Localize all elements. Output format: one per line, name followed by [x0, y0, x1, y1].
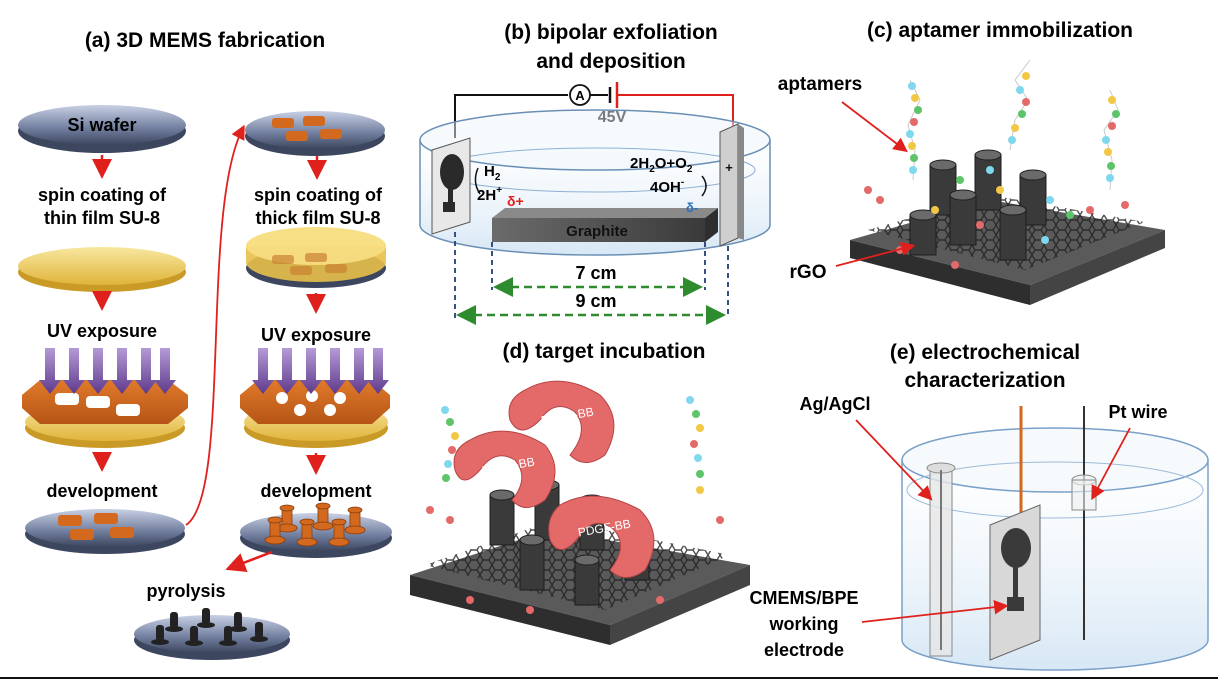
svg-text:H2: H2 — [484, 163, 501, 183]
developed-wafer-posts — [240, 502, 392, 558]
dimension-7cm: 7 cm — [575, 263, 616, 283]
pt-wire-pointer — [1091, 427, 1131, 501]
developed-wafer-1 — [25, 509, 185, 554]
uv-exposure-label-1: UV exposure — [47, 321, 157, 341]
panel-a-title: (a) 3D MEMS fabrication — [85, 29, 325, 52]
uv-arrows — [39, 348, 176, 394]
spin-thick-label-1: spin coating of — [254, 185, 383, 205]
reference-electrode — [926, 462, 956, 657]
working-electrode — [989, 504, 1041, 661]
electrochemical-cell — [901, 427, 1209, 671]
graphite-rod: Graphite — [492, 208, 718, 242]
aptamers-pointer — [841, 101, 908, 153]
uv-arrows — [252, 348, 389, 394]
aptamer-beads-d — [426, 396, 724, 614]
ammeter-label: A — [575, 88, 585, 103]
uv-exposure-stack-2 — [240, 348, 390, 448]
svg-text:4OH-: 4OH- — [650, 177, 684, 196]
si-wafer: Si wafer — [18, 105, 186, 153]
we-pointer — [861, 600, 1009, 623]
spin-thick-label-2: thick film SU-8 — [255, 208, 380, 228]
uv-exposure-label-2: UV exposure — [261, 325, 371, 345]
pyrolysis-label: pyrolysis — [146, 581, 225, 601]
graphite-label: Graphite — [566, 223, 628, 240]
panel-e: (e) electrochemical characterization Ag/… — [749, 341, 1209, 671]
anode-reaction: 2H2O+O2 4OH- δ- — [630, 155, 707, 215]
development-label-2: development — [260, 481, 371, 501]
aptamer-beads-c — [864, 72, 1129, 269]
delta-minus-label: δ- — [686, 200, 698, 215]
patterned-wafer — [245, 111, 385, 156]
electrode-block-c — [850, 59, 1165, 305]
rgo-label: rGO — [790, 262, 827, 283]
we-label-2: working — [768, 614, 838, 634]
rgo-pointer — [835, 241, 916, 267]
si-wafer-label: Si wafer — [67, 115, 136, 135]
spin-thin-label-2: thin film SU-8 — [44, 208, 160, 228]
svg-text:2H+: 2H+ — [477, 185, 502, 204]
dimension-9cm: 9 cm — [575, 291, 616, 311]
pdgf-protein-3: PDGF-BB — [548, 495, 655, 578]
aptamers-label: aptamers — [778, 74, 863, 95]
pt-wire-label: Pt wire — [1108, 402, 1167, 422]
flow-connector-arrow — [185, 124, 245, 526]
wire-red — [617, 94, 734, 128]
development-label-1: development — [46, 481, 157, 501]
svg-text:2H2O+O2: 2H2O+O2 — [630, 155, 693, 175]
panel-c: (c) aptamer immobilization aptamers — [778, 19, 1165, 305]
we-label-3: electrode — [764, 640, 844, 660]
delta-plus-label: δ+ — [507, 193, 524, 209]
panel-b-title-2: and deposition — [536, 50, 685, 73]
step-arrow — [225, 550, 273, 573]
ag-agcl-pointer — [855, 419, 933, 501]
panel-c-title: (c) aptamer immobilization — [867, 19, 1133, 42]
panel-e-title-2: characterization — [904, 369, 1065, 392]
pyrolyzed-wafer — [134, 608, 290, 660]
bipolar-electrode-right: + — [719, 123, 744, 247]
panel-b-title-1: (b) bipolar exfoliation — [504, 21, 718, 44]
panel-e-title-1: (e) electrochemical — [890, 341, 1080, 364]
we-label-1: CMEMS/BPE — [749, 588, 858, 608]
spin-thin-label-1: spin coating of — [38, 185, 167, 205]
cathode-reaction: H2 2H+ δ+ — [474, 163, 524, 209]
thin-su8-wafer — [18, 247, 186, 292]
bipolar-electrode-left — [431, 137, 471, 235]
svg-text:+: + — [725, 160, 733, 175]
panel-b: (b) bipolar exfoliation and deposition A… — [419, 21, 771, 325]
panel-a: (a) 3D MEMS fabrication Si wafer spin co… — [18, 29, 392, 660]
ag-agcl-label: Ag/AgCl — [800, 394, 871, 414]
panel-d-title: (d) target incubation — [503, 340, 706, 363]
uv-exposure-stack-1 — [22, 348, 188, 448]
counter-electrode — [1071, 406, 1097, 640]
dimension-lines: 7 cm 9 cm — [454, 232, 729, 325]
thick-su8-wafer — [246, 227, 386, 288]
panel-d: (d) target incubation — [410, 340, 750, 645]
